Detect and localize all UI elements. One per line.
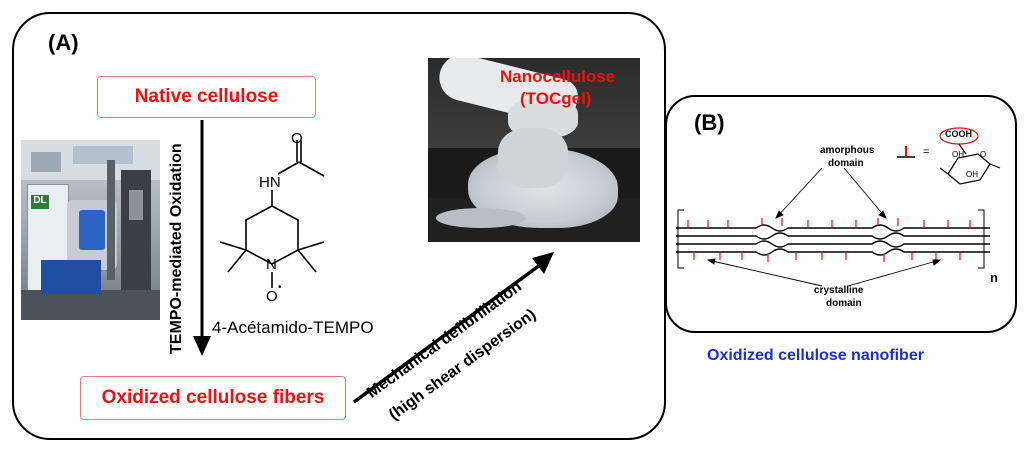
defibrillation-arrow <box>352 252 554 404</box>
carboxyl-mark-icon <box>897 146 915 158</box>
acetamido-tempo-structure <box>219 140 325 288</box>
crystalline-label-2: domain <box>826 298 862 309</box>
panel-b-label: (B) <box>694 110 725 135</box>
cooh-label: COOH <box>945 129 972 139</box>
panel-b <box>665 95 1017 333</box>
carboxyl-ticks-top <box>687 218 971 228</box>
oh-label-2: OH <box>966 170 978 179</box>
amorphous-arrows <box>775 167 887 219</box>
equals-sign: = <box>923 146 930 158</box>
nanofiber-schematic <box>676 167 990 287</box>
ring-o-label: O <box>980 150 987 159</box>
panel-b-caption: Oxidized cellulose nanofiber <box>707 347 924 364</box>
oxidation-step-label: TEMPO-mediated Oxidation <box>168 143 185 354</box>
oxyl-oxygen: O <box>266 288 278 305</box>
oxidation-arrow <box>193 120 211 356</box>
gel-title-line2: (TOCgel) <box>520 89 592 108</box>
panel-a-label: (A) <box>48 30 79 55</box>
nanocellulose-gel-photo <box>428 58 640 242</box>
gel-title-line1: Nanocellulose <box>500 67 616 86</box>
repeat-index: n <box>990 270 998 285</box>
ring-nitrogen: N <box>266 256 277 273</box>
oxidized-fibers-box: Oxidized cellulose fibers <box>80 376 346 420</box>
catalyst-label: 4-Acétamido-TEMPO <box>212 318 374 337</box>
crystalline-arrows <box>706 258 942 287</box>
oh-label-1: OH <box>952 150 964 159</box>
native-cellulose-box: Native cellulose <box>97 76 316 118</box>
equipment-tag: DL <box>31 195 49 209</box>
amide-nh: HN <box>259 174 281 191</box>
reactor-photo: DL <box>21 140 160 320</box>
radical-dot: • <box>278 282 282 293</box>
amorphous-label-1: amorphous <box>820 145 875 156</box>
carbonyl-oxygen: O <box>291 130 303 147</box>
glucuronic-unit-structure <box>939 127 1001 185</box>
crystalline-label-1: crystalline <box>814 285 864 296</box>
amorphous-label-2: domain <box>828 158 864 169</box>
carboxyl-ticks-bottom <box>693 252 961 262</box>
